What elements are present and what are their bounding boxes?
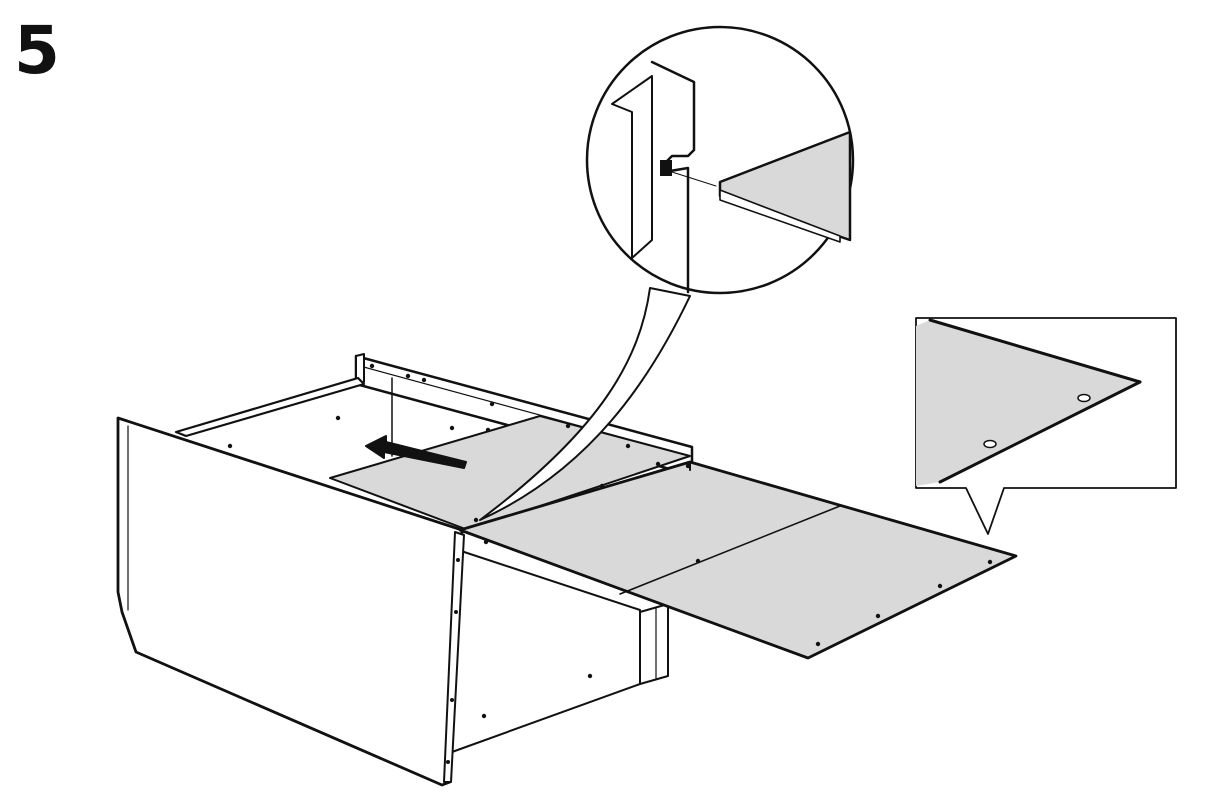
front-panel [116, 416, 465, 787]
right-side-board [639, 603, 669, 685]
corner-detail-callout [915, 317, 1177, 535]
slot-detail-pointer [479, 287, 691, 521]
screw-holes [227, 363, 993, 764]
slot-detail-callout [585, 25, 855, 295]
drawer-bottom-panel [329, 415, 691, 531]
left-side-board [174, 376, 393, 457]
push-arrow-icon [365, 435, 467, 469]
bottom-panel [458, 460, 1018, 660]
step-number: 5 [14, 12, 60, 89]
